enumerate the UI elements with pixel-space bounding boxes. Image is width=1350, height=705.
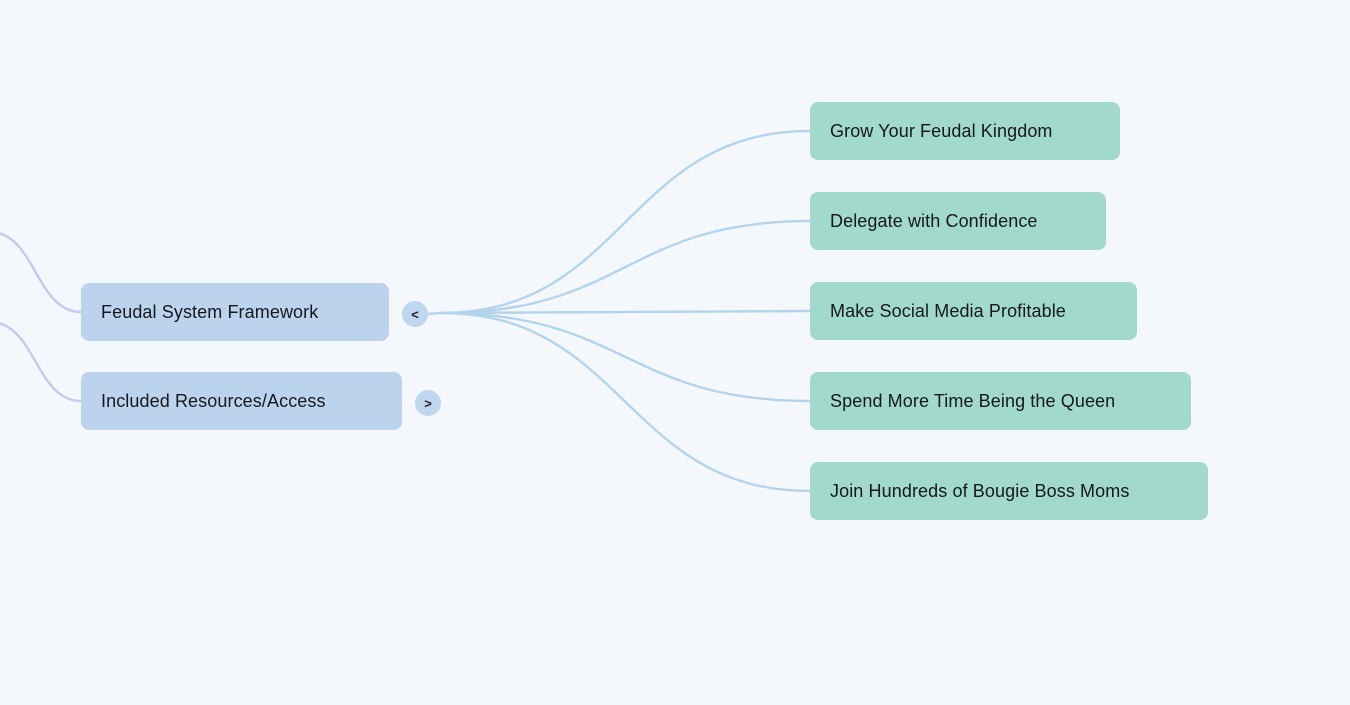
leaf-node-join-hundreds-of-bougie-boss-moms[interactable]: Join Hundreds of Bougie Boss Moms	[810, 462, 1208, 520]
leaf-node-make-social-media-profitable[interactable]: Make Social Media Profitable	[810, 282, 1137, 340]
leaf-node-spend-more-time-being-the-queen[interactable]: Spend More Time Being the Queen	[810, 372, 1191, 430]
branch-node-label: Feudal System Framework	[101, 302, 319, 322]
branch-edge	[439, 311, 812, 493]
incoming-edge	[0, 232, 83, 314]
branch-edge	[439, 309, 812, 315]
leaf-node-delegate-with-confidence[interactable]: Delegate with Confidence	[810, 192, 1106, 250]
chevron-left-icon: <	[411, 306, 419, 322]
leaf-node-label: Spend More Time Being the Queen	[830, 391, 1116, 411]
expand-toggle-included-resources-access[interactable]: >	[415, 390, 441, 416]
branch-edge	[439, 129, 812, 315]
leaf-node-label: Make Social Media Profitable	[830, 301, 1066, 321]
branch-node-feudal-system-framework[interactable]: Feudal System Framework	[81, 283, 389, 341]
toggle-connector-edge	[426, 311, 443, 316]
branch-node-label: Included Resources/Access	[101, 391, 326, 411]
branch-node-included-resources-access[interactable]: Included Resources/Access	[81, 372, 402, 430]
leaf-node-label: Delegate with Confidence	[830, 211, 1038, 231]
incoming-edge	[0, 322, 83, 403]
branch-edge	[439, 311, 812, 403]
leaf-node-label: Grow Your Feudal Kingdom	[830, 121, 1053, 141]
leaf-node-label: Join Hundreds of Bougie Boss Moms	[830, 481, 1130, 501]
branch-edge	[439, 219, 812, 315]
leaf-node-grow-your-feudal-kingdom[interactable]: Grow Your Feudal Kingdom	[810, 102, 1120, 160]
chevron-right-icon: >	[424, 395, 432, 411]
collapse-toggle-feudal-system-framework[interactable]: <	[402, 301, 428, 327]
